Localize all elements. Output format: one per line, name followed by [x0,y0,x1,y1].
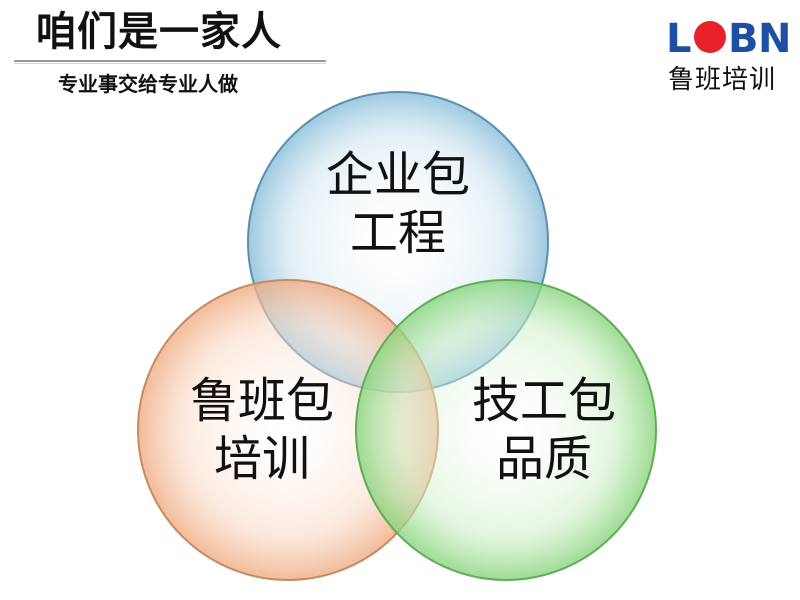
logo-red-dot-icon [694,21,726,53]
circle-technician [355,279,657,581]
label-luban-line2: 培训 [213,431,310,487]
logo-name: 鲁班培训 [668,65,777,95]
logo-letter-n: N [758,16,790,58]
label-enterprise-line1: 企业包 [325,147,470,203]
logo-letter-b: B [728,16,759,58]
label-technician-line1: 技工包 [471,373,616,429]
title-divider [14,60,326,64]
label-technician: 技工包 品质 [444,372,644,488]
label-enterprise: 企业包 工程 [308,146,488,262]
label-luban: 鲁班包 培训 [162,372,362,488]
label-technician-line2: 品质 [495,431,592,487]
label-luban-line1: 鲁班包 [189,373,334,429]
logo-letter-l: L [666,16,692,58]
page-subtitle: 专业事交给专业人做 [58,72,238,96]
lobn-logo: L B N 鲁班培训 [664,14,790,98]
page-title: 咱们是一家人 [36,9,282,55]
logo-wordmark-icon: L B N [666,16,790,58]
label-enterprise-line2: 工程 [349,205,446,261]
